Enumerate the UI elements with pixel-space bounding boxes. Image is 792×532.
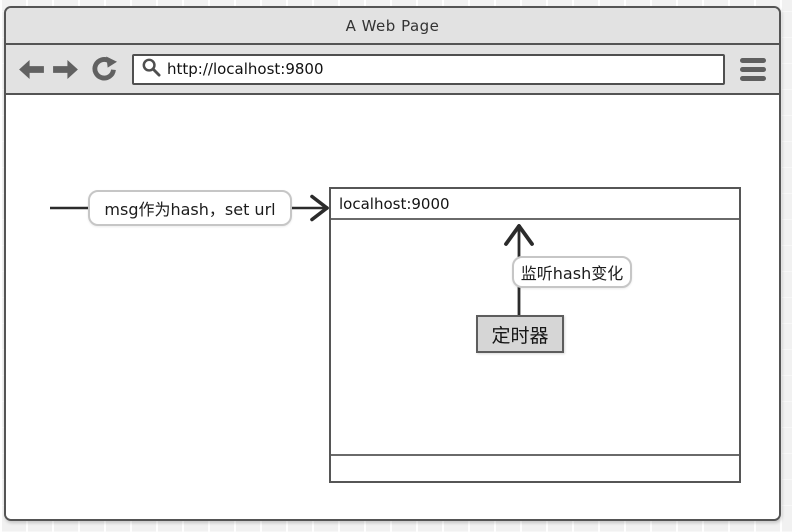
hamburger-icon bbox=[740, 57, 766, 81]
menu-button[interactable] bbox=[740, 57, 766, 81]
inner-url-text: localhost:9000 bbox=[339, 194, 450, 213]
browser-toolbar: http://localhost:9800 bbox=[6, 45, 779, 95]
msg-hash-label: msg作为hash，set url bbox=[88, 190, 292, 226]
inner-browser-window: localhost:9000 bbox=[329, 187, 741, 483]
refresh-button[interactable] bbox=[90, 55, 117, 83]
back-arrow-icon bbox=[19, 59, 44, 80]
forward-arrow-icon bbox=[53, 59, 78, 80]
inner-url-bar[interactable]: localhost:9000 bbox=[331, 189, 739, 220]
msg-hash-label-text: msg作为hash，set url bbox=[104, 200, 276, 219]
inner-window-footer bbox=[331, 454, 739, 481]
refresh-icon bbox=[90, 55, 117, 83]
timer-box: 定时器 bbox=[476, 315, 564, 353]
page-content: localhost:9000 msg作为hash，set url 监听hash变… bbox=[6, 95, 779, 519]
timer-box-text: 定时器 bbox=[491, 324, 549, 347]
page-title: A Web Page bbox=[345, 16, 440, 35]
back-button[interactable] bbox=[19, 59, 44, 80]
browser-window: A Web Page bbox=[4, 6, 781, 521]
forward-button[interactable] bbox=[53, 59, 78, 80]
url-input[interactable]: http://localhost:9800 bbox=[132, 53, 725, 85]
listen-hash-label: 监听hash变化 bbox=[512, 256, 632, 288]
search-icon bbox=[142, 58, 161, 81]
listen-hash-label-text: 监听hash变化 bbox=[520, 264, 624, 283]
url-text: http://localhost:9800 bbox=[167, 60, 324, 78]
title-bar: A Web Page bbox=[6, 8, 779, 45]
